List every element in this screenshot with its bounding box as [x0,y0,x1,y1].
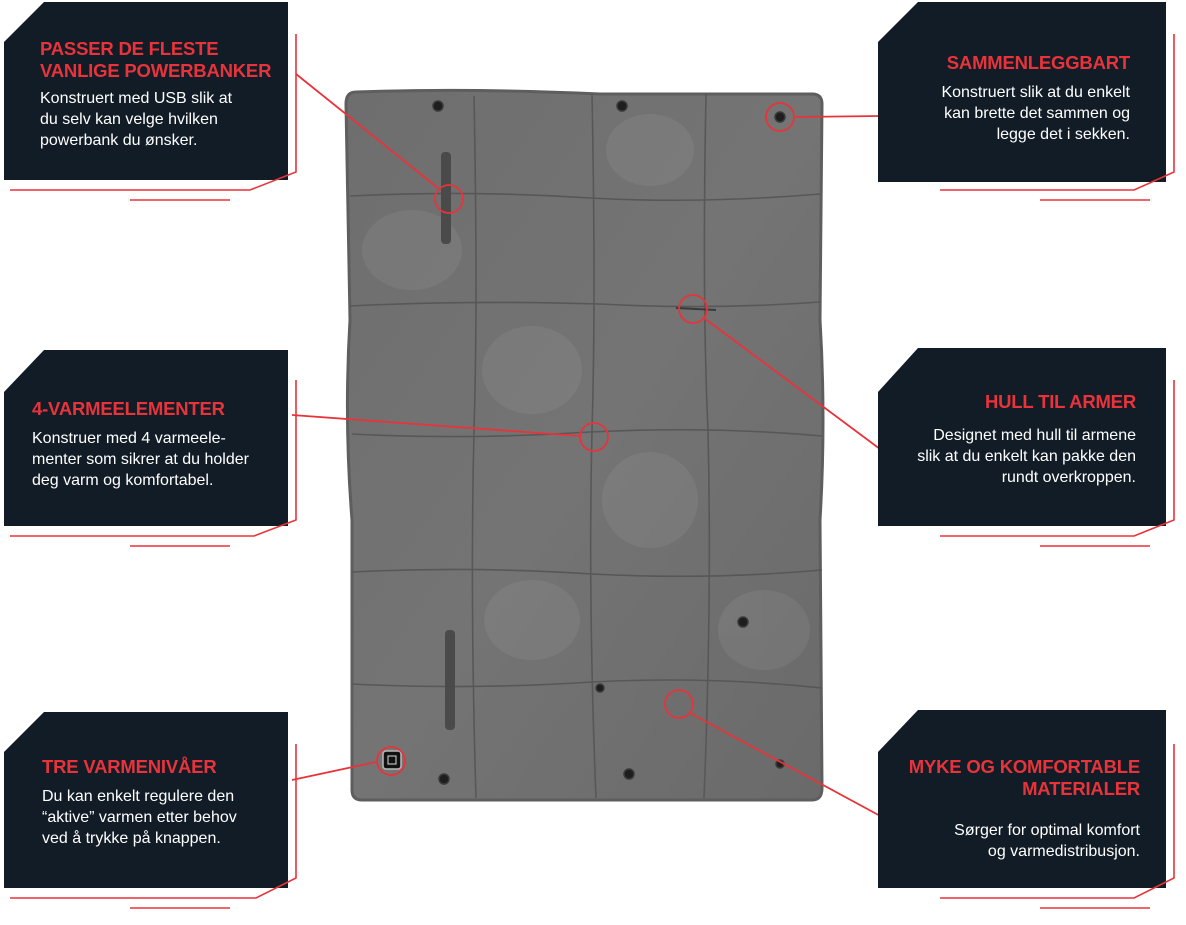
feature-description: Konstruer med 4 varmeele- menter som sik… [32,430,249,489]
feature-title: 4-VARMEELEMENTER [32,398,225,419]
card-powerbank-bg [4,2,297,201]
feature-title: SAMMENLEGGBART [946,52,1130,73]
quilt-highlights [362,114,810,670]
card-materials-bg [878,710,1175,909]
heated-blanket-image [344,88,825,802]
feature-card-heating: 4-VARMEELEMENTER Konstruer med 4 varmeel… [32,398,286,491]
feature-card-arm-holes: HULL TIL ARMER Designet med hull til arm… [896,391,1136,488]
feature-description: Konstruert med USB slik at du selv kan v… [40,90,233,149]
card-levels-bg [4,712,297,909]
feature-card-powerbank: PASSER DE FLESTE VANLIGE POWERBANKER Kon… [40,38,286,151]
feature-card-foldable: SAMMENLEGGBART Konstruert slik at du enk… [896,52,1130,145]
feature-description: Sørger for optimal komfort og varmedistr… [954,822,1140,860]
quilt-seams [349,93,823,799]
feature-description: Designet med hull til armene slik at du … [917,427,1136,486]
feature-title: TRE VARMENIVÅER [42,756,217,777]
feature-card-materials: MYKE OG KOMFORTABLE MATERIALER Sørger fo… [896,756,1140,862]
card-arm-holes-bg [878,348,1175,547]
feature-description: Du kan enkelt regulere den “aktive” varm… [42,788,237,847]
card-heating-bg [4,350,297,547]
feature-title: HULL TIL ARMER [984,391,1136,412]
arm-hole-slit [675,307,717,311]
feature-title: PASSER DE FLESTE VANLIGE POWERBANKER [40,38,272,81]
zipper-pocket-icon [441,152,455,730]
feature-card-levels: TRE VARMENIVÅER Du kan enkelt regulere d… [42,756,286,849]
snap-button-icon [432,100,786,785]
feature-title: MYKE OG KOMFORTABLE MATERIALER [908,756,1140,799]
power-button-icon [382,750,402,770]
callout-lines [291,73,885,819]
feature-description: Konstruert slik at du enkelt kan brette … [941,84,1130,143]
card-foldable-bg [878,2,1175,201]
